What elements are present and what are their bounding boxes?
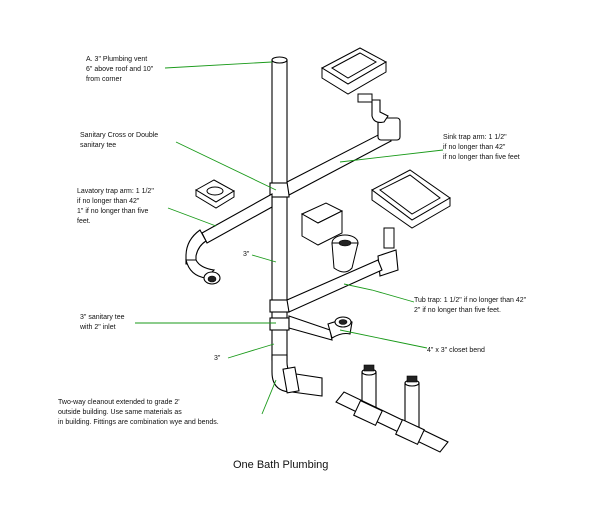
stack-3in-lower-label: 3"	[214, 355, 221, 362]
vent-stack	[269, 56, 290, 361]
sink-trap-label: Sink trap arm: 1 1/2" if no longer than …	[443, 134, 520, 161]
tub-trap-label: Tub trap: 1 1/2" if no longer than 42" 2…	[414, 297, 527, 314]
sanitary-tee-label: 3" sanitary tee with 2" inlet	[80, 314, 125, 331]
sink-fixture	[320, 47, 388, 103]
toilet-fixture	[300, 202, 359, 273]
sink-branch	[286, 99, 401, 196]
cleanout-label: Two-way cleanout extended to grade 2' ou…	[58, 399, 219, 426]
vent-label: A. 3" Plumbing vent 6" above roof and 10…	[86, 56, 154, 83]
sanitary-cross-label: Sanitary Cross or Double sanitary tee	[80, 132, 159, 149]
leader-lines	[135, 61, 444, 415]
closet-bend-label: 4" x 3" closet bend	[427, 347, 485, 354]
cleanout-assembly	[335, 364, 449, 453]
lavatory-trap-label: Lavatory trap arm: 1 1/2" if no longer t…	[77, 188, 154, 225]
lavatory-branch	[185, 193, 273, 285]
tub-branch	[286, 259, 383, 313]
building-drain	[271, 354, 323, 397]
stack-3in-upper-label: 3"	[243, 251, 250, 258]
lavatory-fixture	[195, 179, 235, 209]
diagram-caption: One Bath Plumbing	[233, 459, 329, 471]
closet-bend	[288, 315, 353, 341]
tub-fixture	[371, 169, 451, 277]
